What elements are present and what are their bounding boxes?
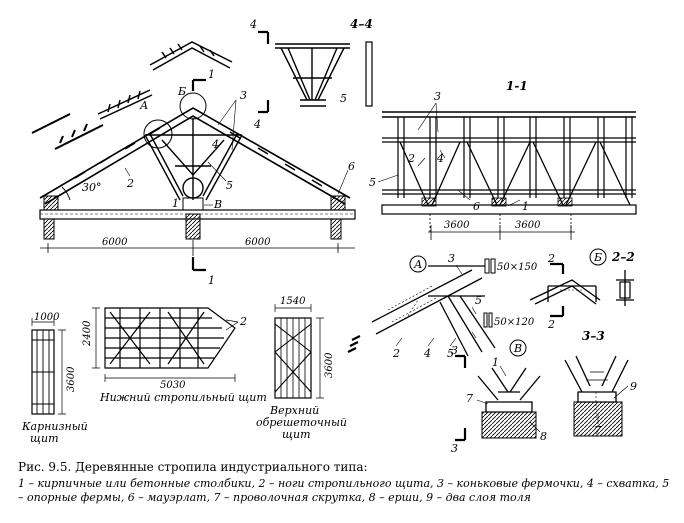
detail-a-label-5b: 5: [447, 347, 454, 360]
detail-a-label-5: 5: [475, 294, 482, 307]
label-v: В: [213, 198, 222, 211]
detail-a-label-4: 4: [423, 347, 431, 360]
angle-label: 30°: [82, 181, 102, 194]
label-4: 4: [211, 138, 219, 151]
detail-b-cut-bottom: 2: [547, 318, 555, 331]
detail-a: [347, 255, 496, 357]
cut-bottom-label: 1: [208, 274, 215, 287]
section-4-4: [258, 30, 373, 107]
detail-a-label-2: 2: [392, 347, 400, 360]
section-4-4-label-5: 5: [340, 92, 347, 105]
label-2: 2: [126, 177, 134, 190]
label-3: 3: [240, 89, 247, 102]
cut-top-label: 1: [208, 68, 215, 81]
detail-v-label-8: 8: [540, 430, 547, 443]
detail-b-mark: Б: [593, 251, 602, 264]
eave-panel-name-1: Карнизный: [21, 420, 88, 433]
detail-a-mark: А: [413, 258, 422, 271]
detail-v-cut-top: 3: [451, 344, 458, 357]
exploded-eave-panel: [31, 113, 104, 150]
detail-b-cut-top: 2: [547, 252, 555, 265]
angle-arc: [61, 186, 71, 201]
upper-panel-name-3: щит: [282, 428, 311, 441]
eave-panel-name-2: щит: [30, 432, 59, 445]
cut-side-label: 4: [253, 118, 261, 131]
main-elevation: [31, 41, 356, 272]
label-1: 1: [172, 197, 179, 210]
detail-a-size-2: 50×120: [494, 317, 535, 328]
detail-v-label-1: 1: [492, 356, 499, 369]
detail-v: [455, 339, 541, 442]
section-1-1-dim-2: 3600: [515, 220, 541, 231]
detail-a-marker: [143, 119, 173, 149]
section-1-1-label-1: 1: [522, 200, 529, 213]
label-5: 5: [226, 179, 233, 192]
eave-panel-height: 3600: [66, 366, 77, 392]
label-6: 6: [348, 160, 355, 173]
cut-mark-4: [258, 100, 270, 114]
upper-panel-height: 3600: [324, 352, 335, 378]
lower-panel-height: 2400: [82, 320, 93, 347]
section-1-1-title: 1-1: [506, 79, 528, 93]
section-3-3-title: 3–3: [582, 329, 605, 343]
label-b: Б: [177, 85, 186, 98]
detail-v-label-7: 7: [466, 392, 473, 405]
dim-left: 6000: [102, 237, 128, 248]
detail-b-marker: [179, 92, 207, 120]
eave-panel: [31, 318, 66, 415]
support-truss: [144, 118, 243, 201]
main-dimension-line: [40, 240, 355, 256]
upper-panel-width: 1540: [280, 296, 306, 307]
upper-panel-name-1: Верхний: [269, 404, 319, 417]
upper-lathing-panel: [274, 304, 324, 399]
roof-rafters: [39, 107, 351, 205]
dim-right: 6000: [245, 237, 271, 248]
detail-a-label-3: 3: [448, 252, 455, 265]
lower-panel-name: Нижний стропильный щит: [99, 391, 267, 404]
label-a: А: [139, 99, 148, 112]
section-4-4-title: 4–4: [350, 17, 373, 31]
section-3-3: [564, 355, 629, 437]
section-1-1-label-6: 6: [473, 200, 480, 213]
detail-v-mark: В: [513, 342, 522, 355]
section-1-1-dim-1: 3600: [444, 220, 470, 231]
exploded-upper-panel: [97, 89, 153, 120]
detail-v-cut-bottom: 3: [451, 442, 458, 455]
section-1-1-label-4: 4: [436, 152, 444, 165]
section-3-3-label-9: 9: [630, 380, 637, 393]
lower-panel-width: 5030: [160, 380, 186, 391]
detail-a-size-1: 50×150: [497, 262, 538, 273]
eave-panel-width: 1000: [34, 312, 60, 323]
section-1-1-label-2: 2: [407, 152, 415, 165]
section-1-1-label-5: 5: [369, 176, 376, 189]
figure-caption-legend: 1 – кирпичные или бетонные столбики, 2 –…: [18, 477, 670, 504]
brick-posts: [43, 195, 346, 240]
exploded-ridge-panel: [149, 41, 233, 71]
upper-panel-name-2: обрешеточный: [256, 416, 347, 429]
section-1-1-label-3: 3: [434, 90, 441, 103]
figure-caption-title: Рис. 9.5. Деревянные стропила индустриал…: [18, 460, 368, 474]
lower-panel-label-2: 2: [239, 315, 247, 328]
leader-lines: [124, 99, 349, 206]
section-3-3-label-7: 7: [594, 424, 601, 437]
cut-mark-1: [191, 78, 206, 272]
lower-rafter-panel: [92, 307, 239, 382]
section-1-1: [377, 102, 637, 240]
section-2-2-title: 2–2: [611, 250, 635, 264]
section-4-4-cut: 4: [249, 18, 257, 31]
section-2-2: [616, 270, 634, 306]
detail-b: [529, 248, 607, 318]
